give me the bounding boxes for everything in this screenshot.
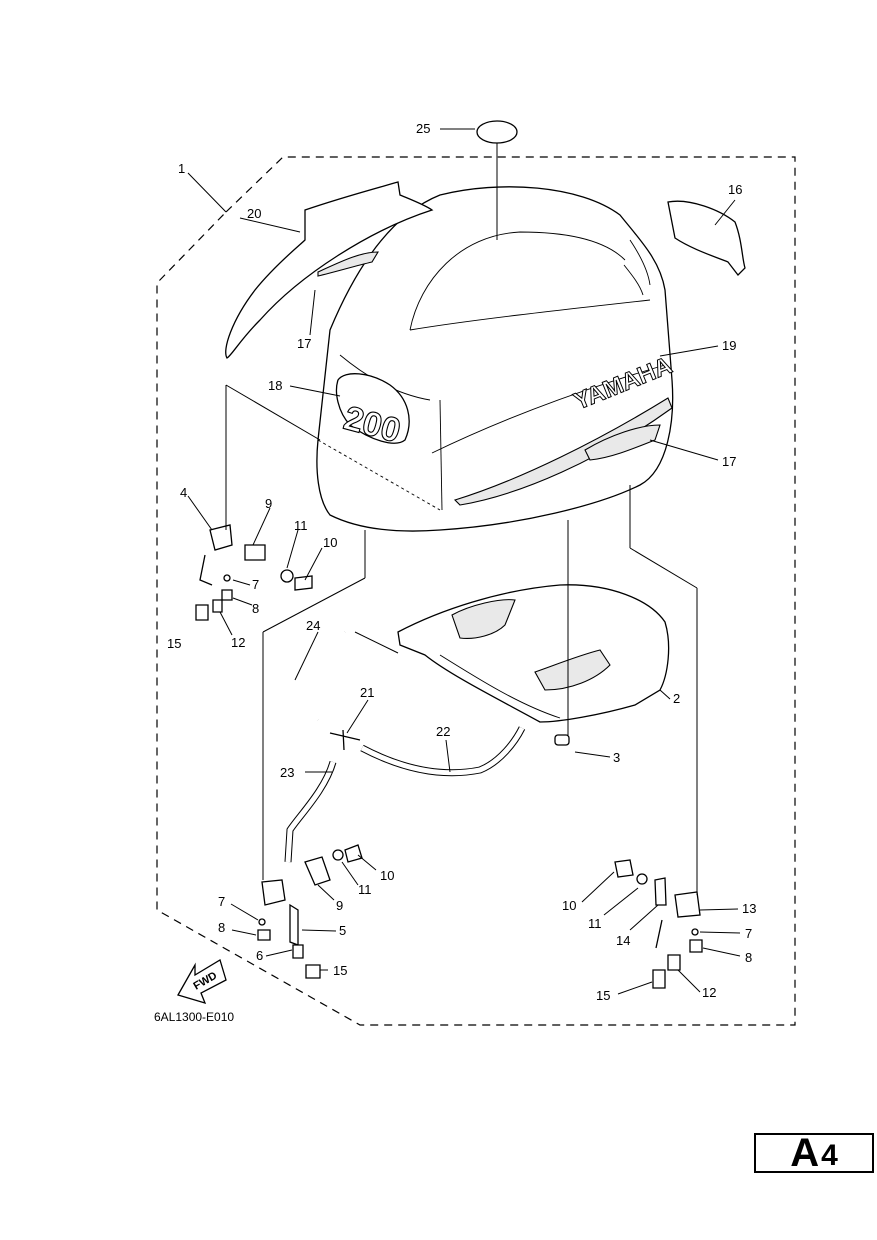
reference-lines (225, 384, 698, 895)
callout-8: 8 (252, 601, 259, 616)
side-decal-right (584, 424, 661, 461)
callout-7b: 7 (218, 894, 225, 909)
callout-8c: 8 (745, 950, 752, 965)
callout-15b: 15 (333, 963, 347, 978)
callout-22: 22 (436, 724, 450, 739)
callout-10c: 10 (562, 898, 576, 913)
bottom-cover (397, 584, 670, 746)
upper-left-bracket (195, 524, 313, 621)
decal-left (225, 181, 434, 359)
callout-12b: 12 (702, 985, 716, 1000)
page-tag-letter: A (790, 1130, 820, 1175)
callout-21: 21 (360, 685, 374, 700)
callout-20: 20 (247, 206, 261, 221)
callout-numbers: 25 1 20 16 17 18 19 17 4 9 11 10 7 8 15 … (167, 121, 756, 1003)
callout-3: 3 (613, 750, 620, 765)
fwd-arrow: FWD (177, 959, 227, 1005)
callout-17b: 17 (722, 454, 736, 469)
top-cowling (316, 186, 674, 532)
decal-right (667, 200, 746, 276)
callout-10b: 10 (380, 868, 394, 883)
lower-right-bracket (614, 859, 703, 989)
callout-5: 5 (339, 923, 346, 938)
callout-2: 2 (673, 691, 680, 706)
callout-9: 9 (265, 496, 272, 511)
callout-9b: 9 (336, 898, 343, 913)
callout-23: 23 (280, 765, 294, 780)
diagram-code: 6AL1300-E010 (154, 1010, 235, 1024)
callout-11b: 11 (358, 882, 372, 897)
callout-19: 19 (722, 338, 736, 353)
callout-4: 4 (180, 485, 187, 500)
o-ring (476, 120, 518, 144)
assembly-boundary (156, 156, 796, 1026)
callout-15: 15 (167, 636, 181, 651)
page-tag-number: 4 (821, 1139, 838, 1172)
callout-17: 17 (297, 336, 311, 351)
lower-left-bracket (257, 844, 363, 979)
callout-7c: 7 (745, 926, 752, 941)
callout-13: 13 (742, 901, 756, 916)
callout-8b: 8 (218, 920, 225, 935)
callout-6: 6 (256, 948, 263, 963)
callout-24: 24 (306, 618, 320, 633)
callout-11c: 11 (588, 916, 602, 931)
callout-leaders (187, 128, 741, 995)
leader-1 (187, 172, 227, 213)
callout-18: 18 (268, 378, 282, 393)
page-tag: A 4 (754, 1130, 874, 1175)
callout-16: 16 (728, 182, 742, 197)
decal-stripe (317, 251, 379, 277)
callout-15c: 15 (596, 988, 610, 1003)
callout-14: 14 (616, 933, 630, 948)
callout-10: 10 (323, 535, 337, 550)
callout-11: 11 (294, 518, 308, 533)
callout-1: 1 (178, 161, 185, 176)
callout-25: 25 (416, 121, 430, 136)
callout-12: 12 (231, 635, 245, 650)
callout-7: 7 (252, 577, 259, 592)
